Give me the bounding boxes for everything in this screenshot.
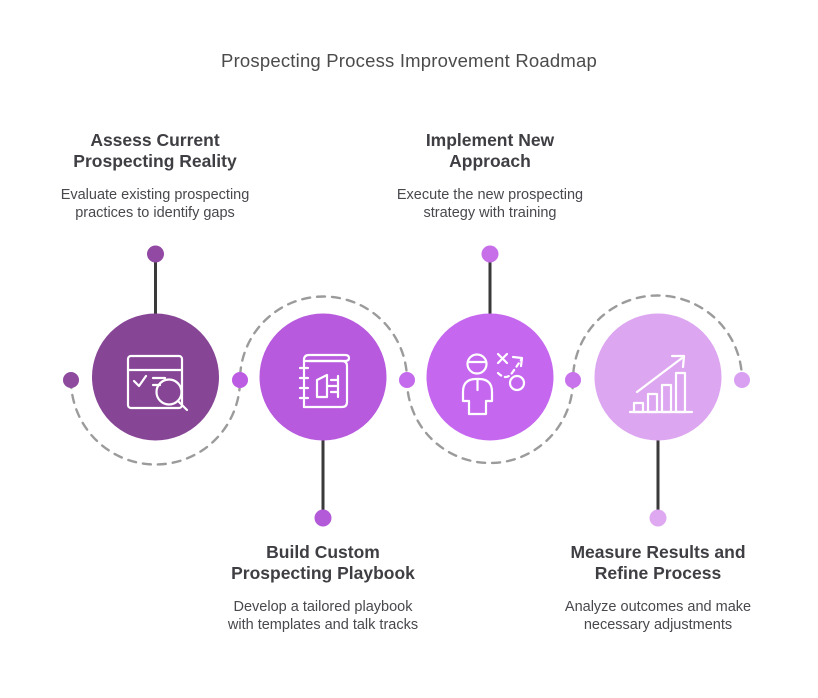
- step-1-text: Assess Current Prospecting Reality Evalu…: [35, 130, 275, 222]
- person-strategy-icon: [461, 352, 526, 416]
- step-1-subtitle: Evaluate existing prospecting practices …: [60, 187, 250, 221]
- path-dot-4: [565, 372, 581, 388]
- step-2-text: Build Custom Prospecting Playbook Develo…: [203, 542, 443, 634]
- step-4-heading: Measure Results and Refine Process: [570, 542, 746, 583]
- path-dot-5: [734, 372, 750, 388]
- step-3-text: Implement New Approach Execute the new p…: [370, 130, 610, 222]
- window-search-icon: [126, 354, 189, 412]
- step-1-heading: Assess Current Prospecting Reality: [73, 130, 237, 171]
- step-circle-3: [426, 313, 554, 441]
- step-3-subtitle: Execute the new prospecting strategy wit…: [396, 187, 584, 221]
- step-2-subtitle: Develop a tailored playbook with templat…: [227, 599, 419, 633]
- step-4-text: Measure Results and Refine Process Analy…: [538, 542, 778, 634]
- step-4-subtitle: Analyze outcomes and make necessary adju…: [564, 599, 752, 633]
- stem-dot-step-3: [481, 245, 499, 263]
- step-2-heading: Build Custom Prospecting Playbook: [231, 542, 415, 583]
- playbook-notebook-icon: [298, 353, 351, 409]
- stem-dot-step-2: [314, 509, 332, 527]
- growth-chart-icon: [628, 354, 694, 414]
- step-3-heading: Implement New Approach: [425, 130, 555, 171]
- path-dot-2: [232, 372, 248, 388]
- stem-dot-step-4: [649, 509, 667, 527]
- stem-dot-step-1: [147, 245, 164, 263]
- path-dot-3: [399, 372, 415, 388]
- page-title: Prospecting Process Improvement Roadmap: [221, 50, 597, 71]
- path-dot-1: [63, 372, 79, 388]
